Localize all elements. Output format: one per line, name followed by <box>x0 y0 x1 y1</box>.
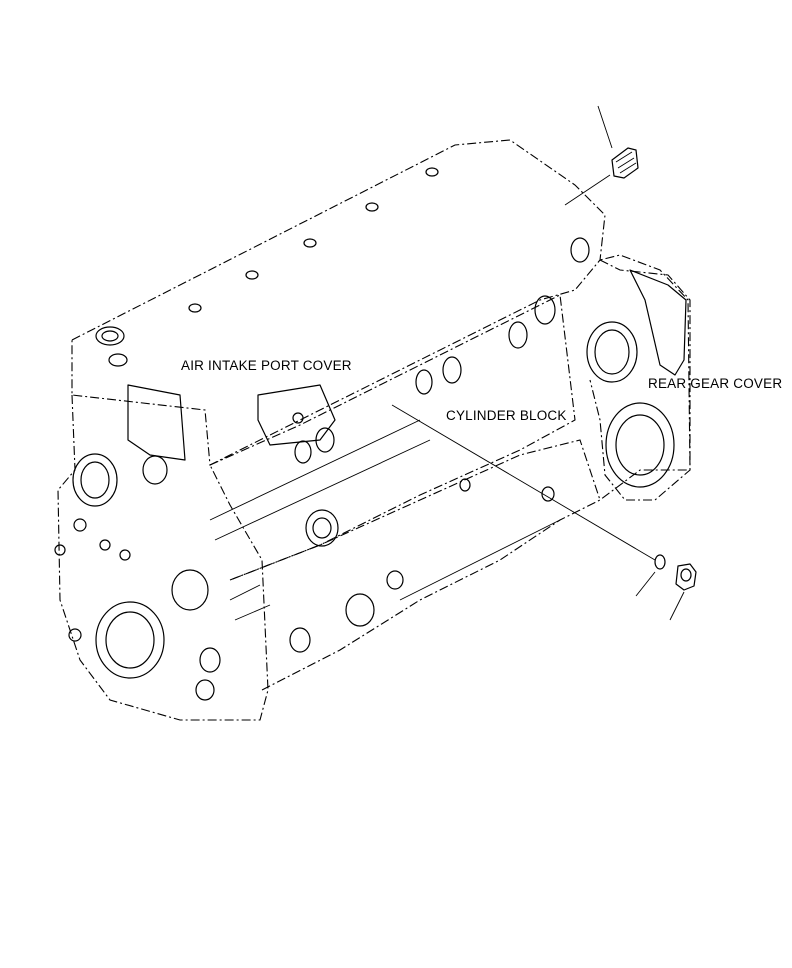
plug-top <box>611 147 639 179</box>
lower-rails <box>209 419 561 621</box>
front-bores <box>54 453 221 701</box>
air-intake-bolt <box>292 412 304 424</box>
water-jacket <box>209 294 576 581</box>
rear-gear-cover-rib <box>629 269 687 376</box>
head-bolt-bosses <box>95 167 439 367</box>
rear-flange <box>589 259 691 501</box>
crankcase-side <box>261 254 691 691</box>
o-ring <box>654 554 666 570</box>
leader-plug-bottom <box>669 591 685 621</box>
label-rear-gear-cover: REAR GEAR COVER <box>648 376 782 391</box>
mid-bosses <box>289 478 555 653</box>
label-air-intake-port-cover: AIR INTAKE PORT COVER <box>181 358 352 373</box>
rear-bores <box>586 321 675 488</box>
label-cylinder-block: CYLINDER BLOCK <box>446 408 567 423</box>
centerline-lower-plug <box>391 404 656 561</box>
oil-gallery <box>229 439 601 581</box>
air-intake-cover-plate <box>257 384 336 446</box>
engine-block-drawing <box>54 139 691 721</box>
front-plate <box>127 384 186 461</box>
front-face <box>57 394 269 721</box>
centerline-plug-top <box>564 174 611 206</box>
plug-bottom <box>675 563 697 591</box>
leader-o-ring <box>635 571 656 597</box>
top-deck-outline <box>71 139 606 466</box>
leader-plug-top <box>597 105 613 149</box>
side-ports <box>294 237 590 464</box>
